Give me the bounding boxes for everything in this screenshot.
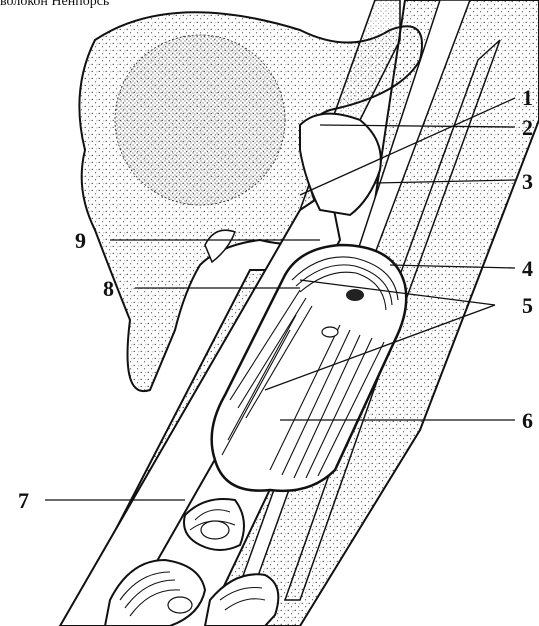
label-8: 8 [103,276,114,301]
nucleus [115,35,285,205]
label-1: 1 [522,85,533,110]
schwann-nucleus [346,289,364,301]
label-3: 3 [522,169,533,194]
node-of-ranvier [184,499,244,550]
label-4: 4 [522,256,533,281]
label-9: 9 [75,228,86,253]
label-5: 5 [522,293,533,318]
label-2: 2 [522,115,533,140]
label-7: 7 [18,488,29,513]
label-6: 6 [522,408,533,433]
